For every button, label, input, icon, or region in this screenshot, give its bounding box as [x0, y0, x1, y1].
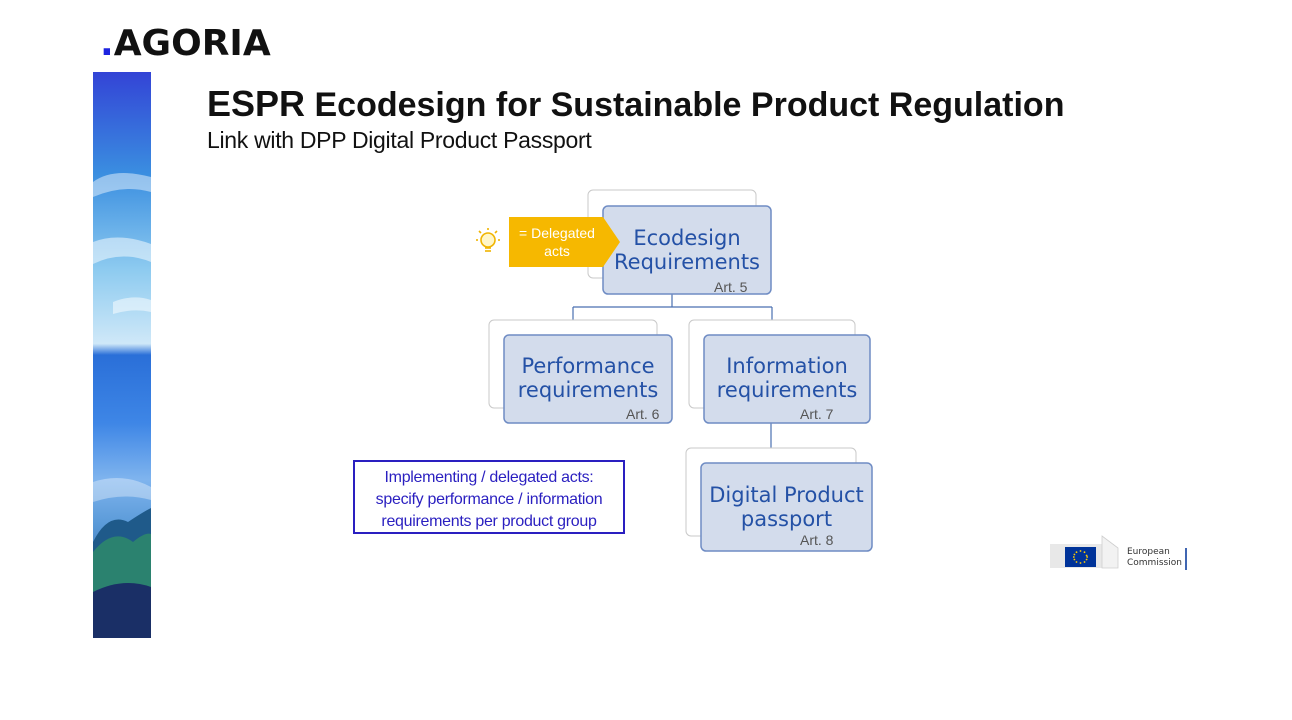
connector-lines	[572, 294, 773, 448]
performance-box	[503, 334, 673, 424]
ecodesign-line2: Requirements	[614, 250, 760, 274]
note-line2: specify performance / information	[375, 491, 603, 508]
dpp-line2: passport	[740, 507, 833, 531]
lightbulb-icon	[476, 228, 500, 252]
title-block: ESPR Ecodesign for Sustainable Product R…	[207, 84, 1107, 155]
ecodesign-label: Ecodesign Requirements	[603, 226, 771, 274]
information-article: Art. 7	[800, 406, 834, 422]
implementing-acts-note: Implementing / delegated acts: specify p…	[353, 460, 625, 534]
delegated-acts-label: = Delegated acts	[519, 225, 595, 259]
decorative-landscape-strip	[93, 72, 151, 638]
dpp-article: Art. 8	[800, 532, 834, 548]
information-box	[703, 334, 871, 424]
delegated-acts-callout	[509, 217, 620, 267]
dpp-line1: Digital Product	[709, 483, 864, 507]
note-line1: Implementing / delegated acts:	[384, 469, 594, 486]
ec-line1: European	[1127, 547, 1170, 557]
european-commission-logo: European Commission	[1127, 547, 1182, 569]
page-subtitle: Link with DPP Digital Product Passport	[207, 127, 592, 153]
performance-label: Performance requirements	[504, 354, 672, 402]
ecodesign-line1: Ecodesign	[633, 226, 741, 250]
logo-dot: .	[100, 23, 114, 64]
performance-article: Art. 6	[626, 406, 660, 422]
logo-text: AGORIA	[113, 23, 271, 64]
note-line3: requirements per product group	[381, 513, 597, 530]
information-line1: Information	[726, 354, 848, 378]
ec-line2: Commission	[1127, 558, 1182, 568]
ecodesign-article: Art. 5	[714, 279, 748, 295]
dpp-box	[700, 462, 873, 552]
page-title: ESPR Ecodesign for Sustainable Product R…	[207, 84, 1107, 125]
title-rest: Ecodesign for Sustainable Product Regula…	[305, 86, 1065, 124]
information-line2: requirements	[716, 378, 858, 402]
performance-line2: requirements	[517, 378, 659, 402]
information-label: Information requirements	[704, 354, 870, 402]
dpp-label: Digital Product passport	[701, 483, 872, 531]
title-lead: ESPR	[207, 83, 306, 124]
eu-flag-icon	[1050, 535, 1187, 570]
agoria-logo: .AGORIA	[100, 22, 271, 66]
performance-line1: Performance	[521, 354, 655, 378]
